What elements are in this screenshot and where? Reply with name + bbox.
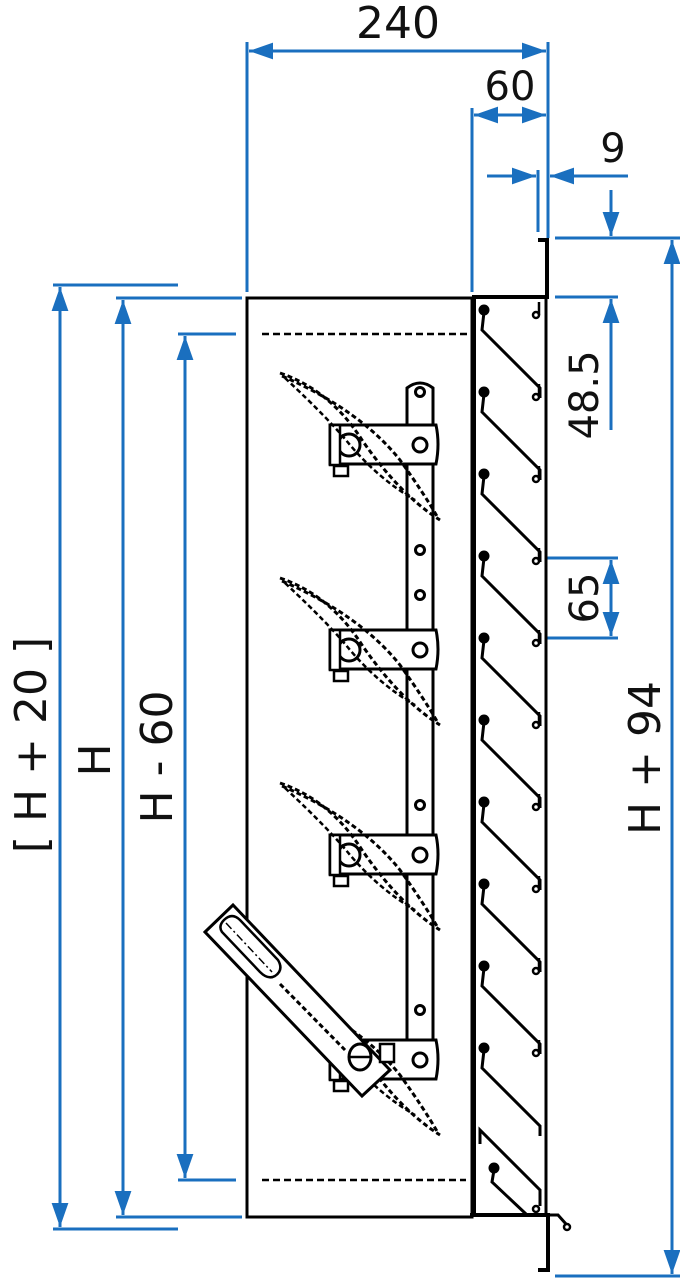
- dim-height-nominal: H: [70, 743, 121, 776]
- louvre-blades: [478, 302, 542, 1216]
- dim-louvre-depth: 60: [485, 64, 536, 110]
- dim-overall-depth: 240: [356, 0, 440, 49]
- actuator-lever: [202, 902, 396, 1099]
- linkage-bar: [405, 381, 435, 1070]
- dim-height-bracketed: [ H + 20 ]: [6, 637, 57, 853]
- dim-top-flange-offset: 48.5: [562, 350, 608, 439]
- dim-louvre-pitch: 65: [562, 573, 608, 624]
- dim-height-outer: H + 94: [620, 681, 671, 835]
- louvre-section: [470, 238, 572, 1272]
- dimension-lines: [51, 42, 680, 1278]
- damper-blades: [278, 371, 442, 1137]
- dim-height-clear: H - 60: [132, 691, 183, 824]
- dim-flange-thickness: 9: [600, 126, 625, 172]
- dimension-labels: 240 60 9 48.5 65 H + 94 [ H + 20 ] H H -…: [6, 0, 671, 853]
